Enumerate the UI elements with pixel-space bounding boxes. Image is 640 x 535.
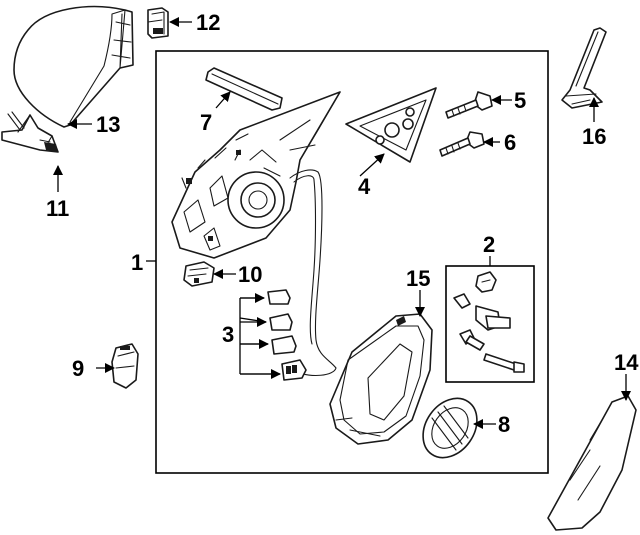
part-2-hardware-kit[interactable]: [453, 271, 525, 373]
callout-7: 7: [200, 110, 212, 135]
part-10-connector-block[interactable]: [183, 261, 215, 287]
part-5-bolt[interactable]: [445, 91, 493, 119]
callout-8: 8: [498, 412, 510, 437]
part-12-clip[interactable]: [147, 7, 169, 39]
callout-1: 1: [131, 250, 143, 275]
callout-3: 3: [222, 322, 234, 347]
callout-9: 9: [72, 356, 84, 381]
part-6-bolt[interactable]: [439, 131, 485, 157]
part-4-glass-plate[interactable]: [345, 87, 437, 163]
callout-15: 15: [406, 266, 430, 291]
callout-14: 14: [614, 350, 639, 375]
mirror-housing-frame[interactable]: [171, 91, 341, 259]
part-9-small-bracket[interactable]: [111, 343, 139, 389]
part-11-bracket[interactable]: [1, 111, 59, 153]
callout-11: 11: [46, 196, 69, 221]
callout-16: 16: [582, 124, 606, 149]
part-15-glass-backing[interactable]: [329, 313, 433, 445]
part-3-connectors[interactable]: [267, 289, 307, 381]
callout-2: 2: [483, 232, 495, 257]
callout-5: 5: [514, 88, 526, 113]
callout-4: 4: [358, 174, 371, 199]
callout-6: 6: [504, 130, 516, 155]
wire-harness: [289, 169, 337, 377]
part-13-mirror-cover[interactable]: [13, 5, 134, 128]
part-16-trim-strip[interactable]: [561, 27, 607, 109]
leader-lines: [53, 17, 631, 429]
part-14-mirror-glass[interactable]: [547, 395, 637, 531]
part-7-strip[interactable]: [205, 67, 283, 111]
callout-12: 12: [196, 10, 220, 35]
part-8-motor-disc[interactable]: [412, 388, 488, 468]
callout-13: 13: [96, 112, 120, 137]
mirror-assembly-box: [155, 50, 549, 474]
callout-10: 10: [238, 262, 262, 287]
